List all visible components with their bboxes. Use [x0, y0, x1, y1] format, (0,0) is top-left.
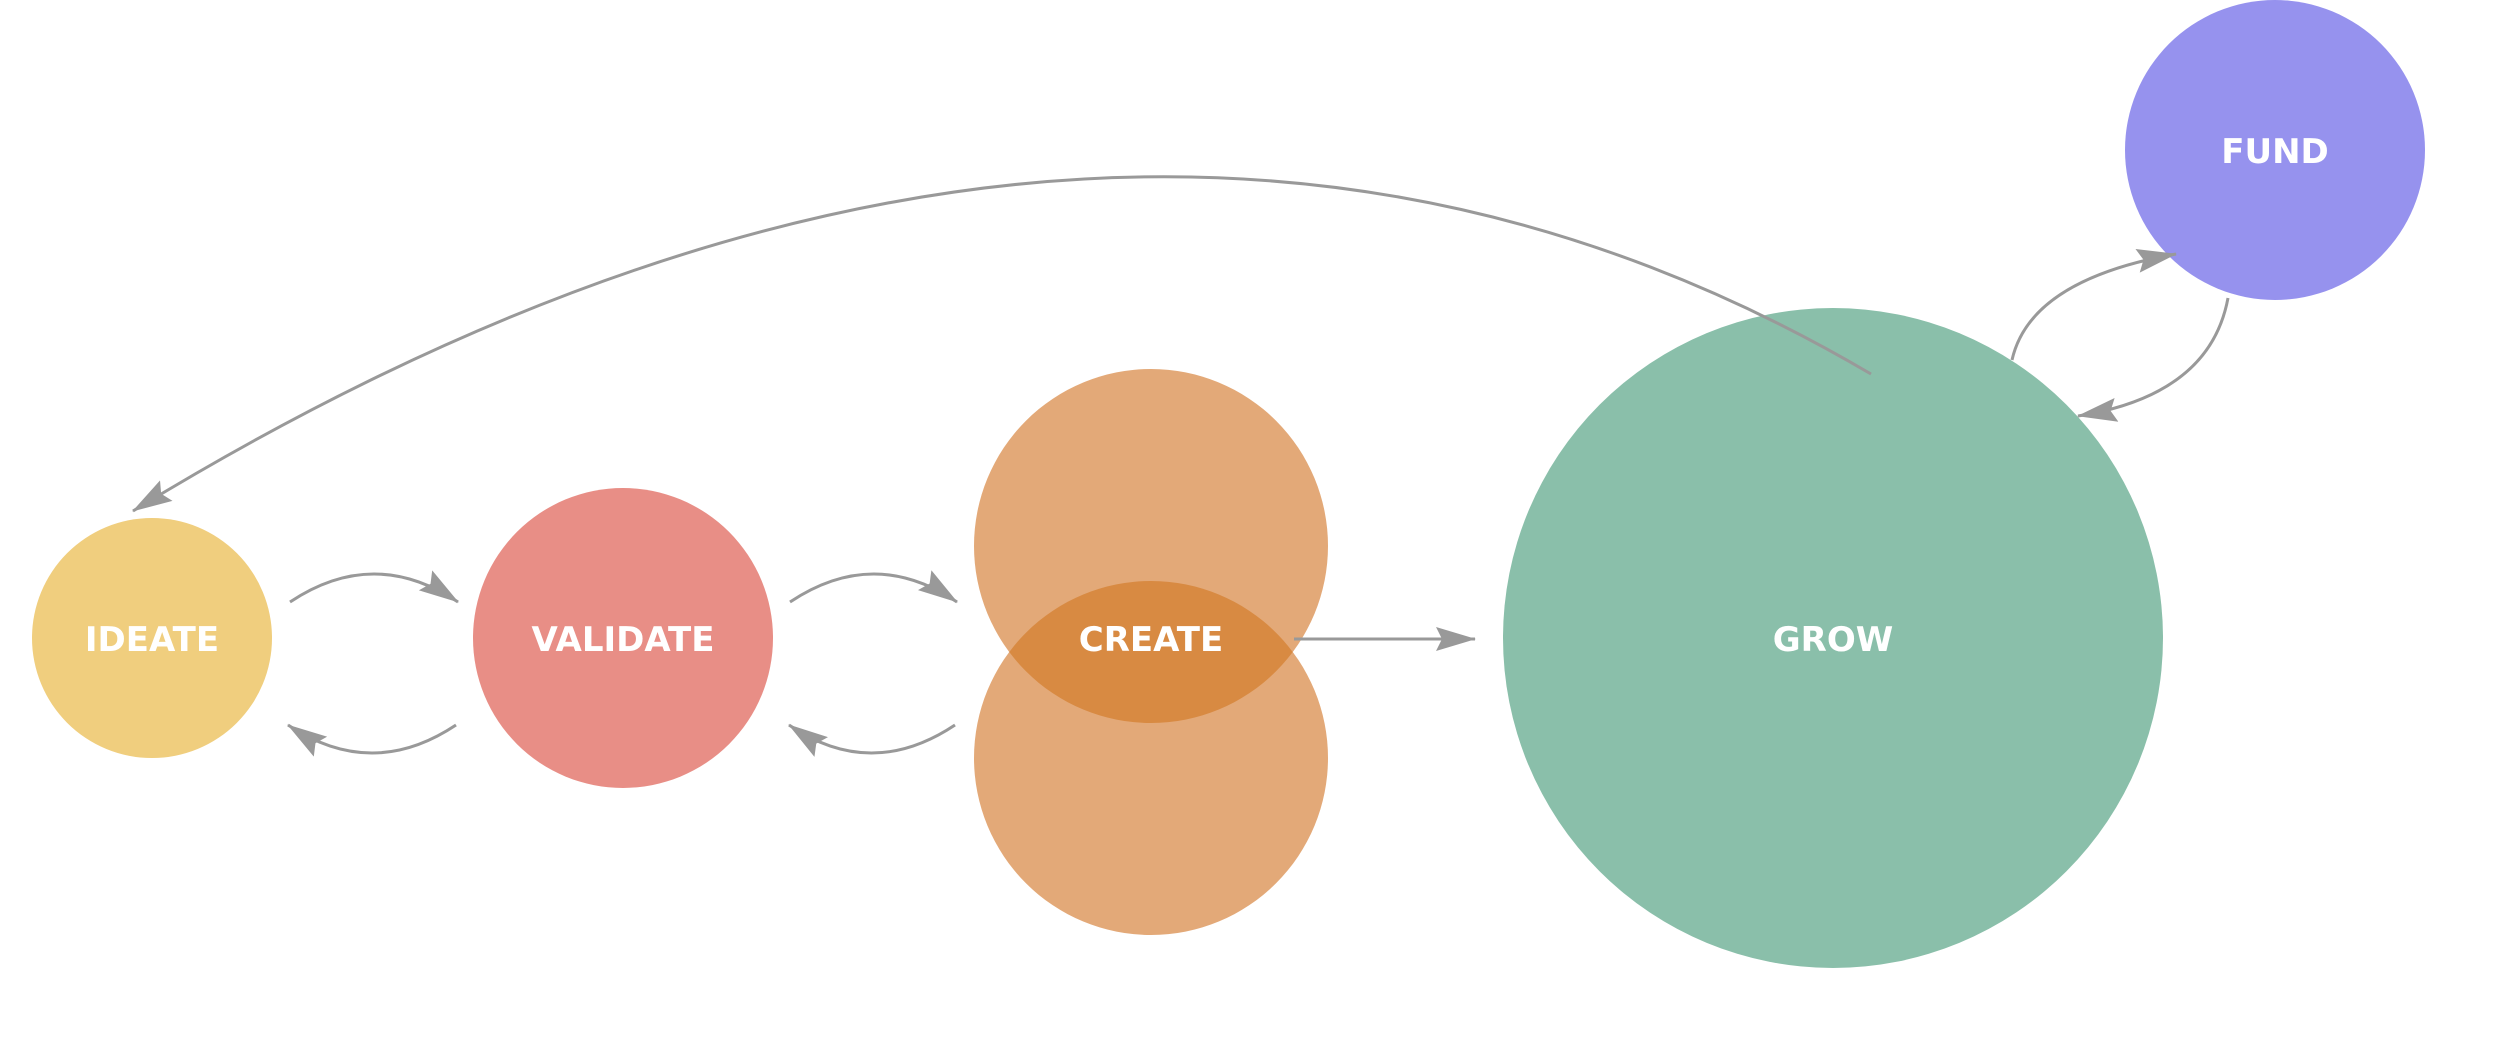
arrow-grow-to-ideate — [132, 175, 1872, 513]
arrow-validate-to-ideate — [287, 723, 457, 757]
create-label: CREATE — [1079, 620, 1223, 660]
arrow-validate-to-create — [789, 570, 958, 604]
arrow-grow-to-fund — [2010, 249, 2177, 361]
node-validate[interactable]: VALIDATE — [473, 488, 773, 788]
arrow-fund-to-grow — [2077, 297, 2230, 422]
validate-label: VALIDATE — [532, 620, 715, 660]
ideate-circle — [32, 518, 272, 758]
node-fund[interactable]: FUND — [2125, 0, 2425, 300]
grow-label: GROW — [1773, 620, 1894, 660]
node-create[interactable]: CREATE — [974, 369, 1328, 935]
node-grow[interactable]: GROW — [1503, 308, 2163, 968]
arrow-ideate-to-validate — [289, 570, 459, 604]
arrow-create-to-validate — [788, 723, 956, 757]
grow-circle — [1503, 308, 2163, 968]
node-ideate[interactable]: IDEATE — [32, 518, 272, 758]
ideate-label: IDEATE — [85, 620, 219, 660]
create-overlap — [974, 581, 1328, 723]
fund-label: FUND — [2221, 132, 2329, 172]
fund-circle — [2125, 0, 2425, 300]
validate-circle — [473, 488, 773, 788]
